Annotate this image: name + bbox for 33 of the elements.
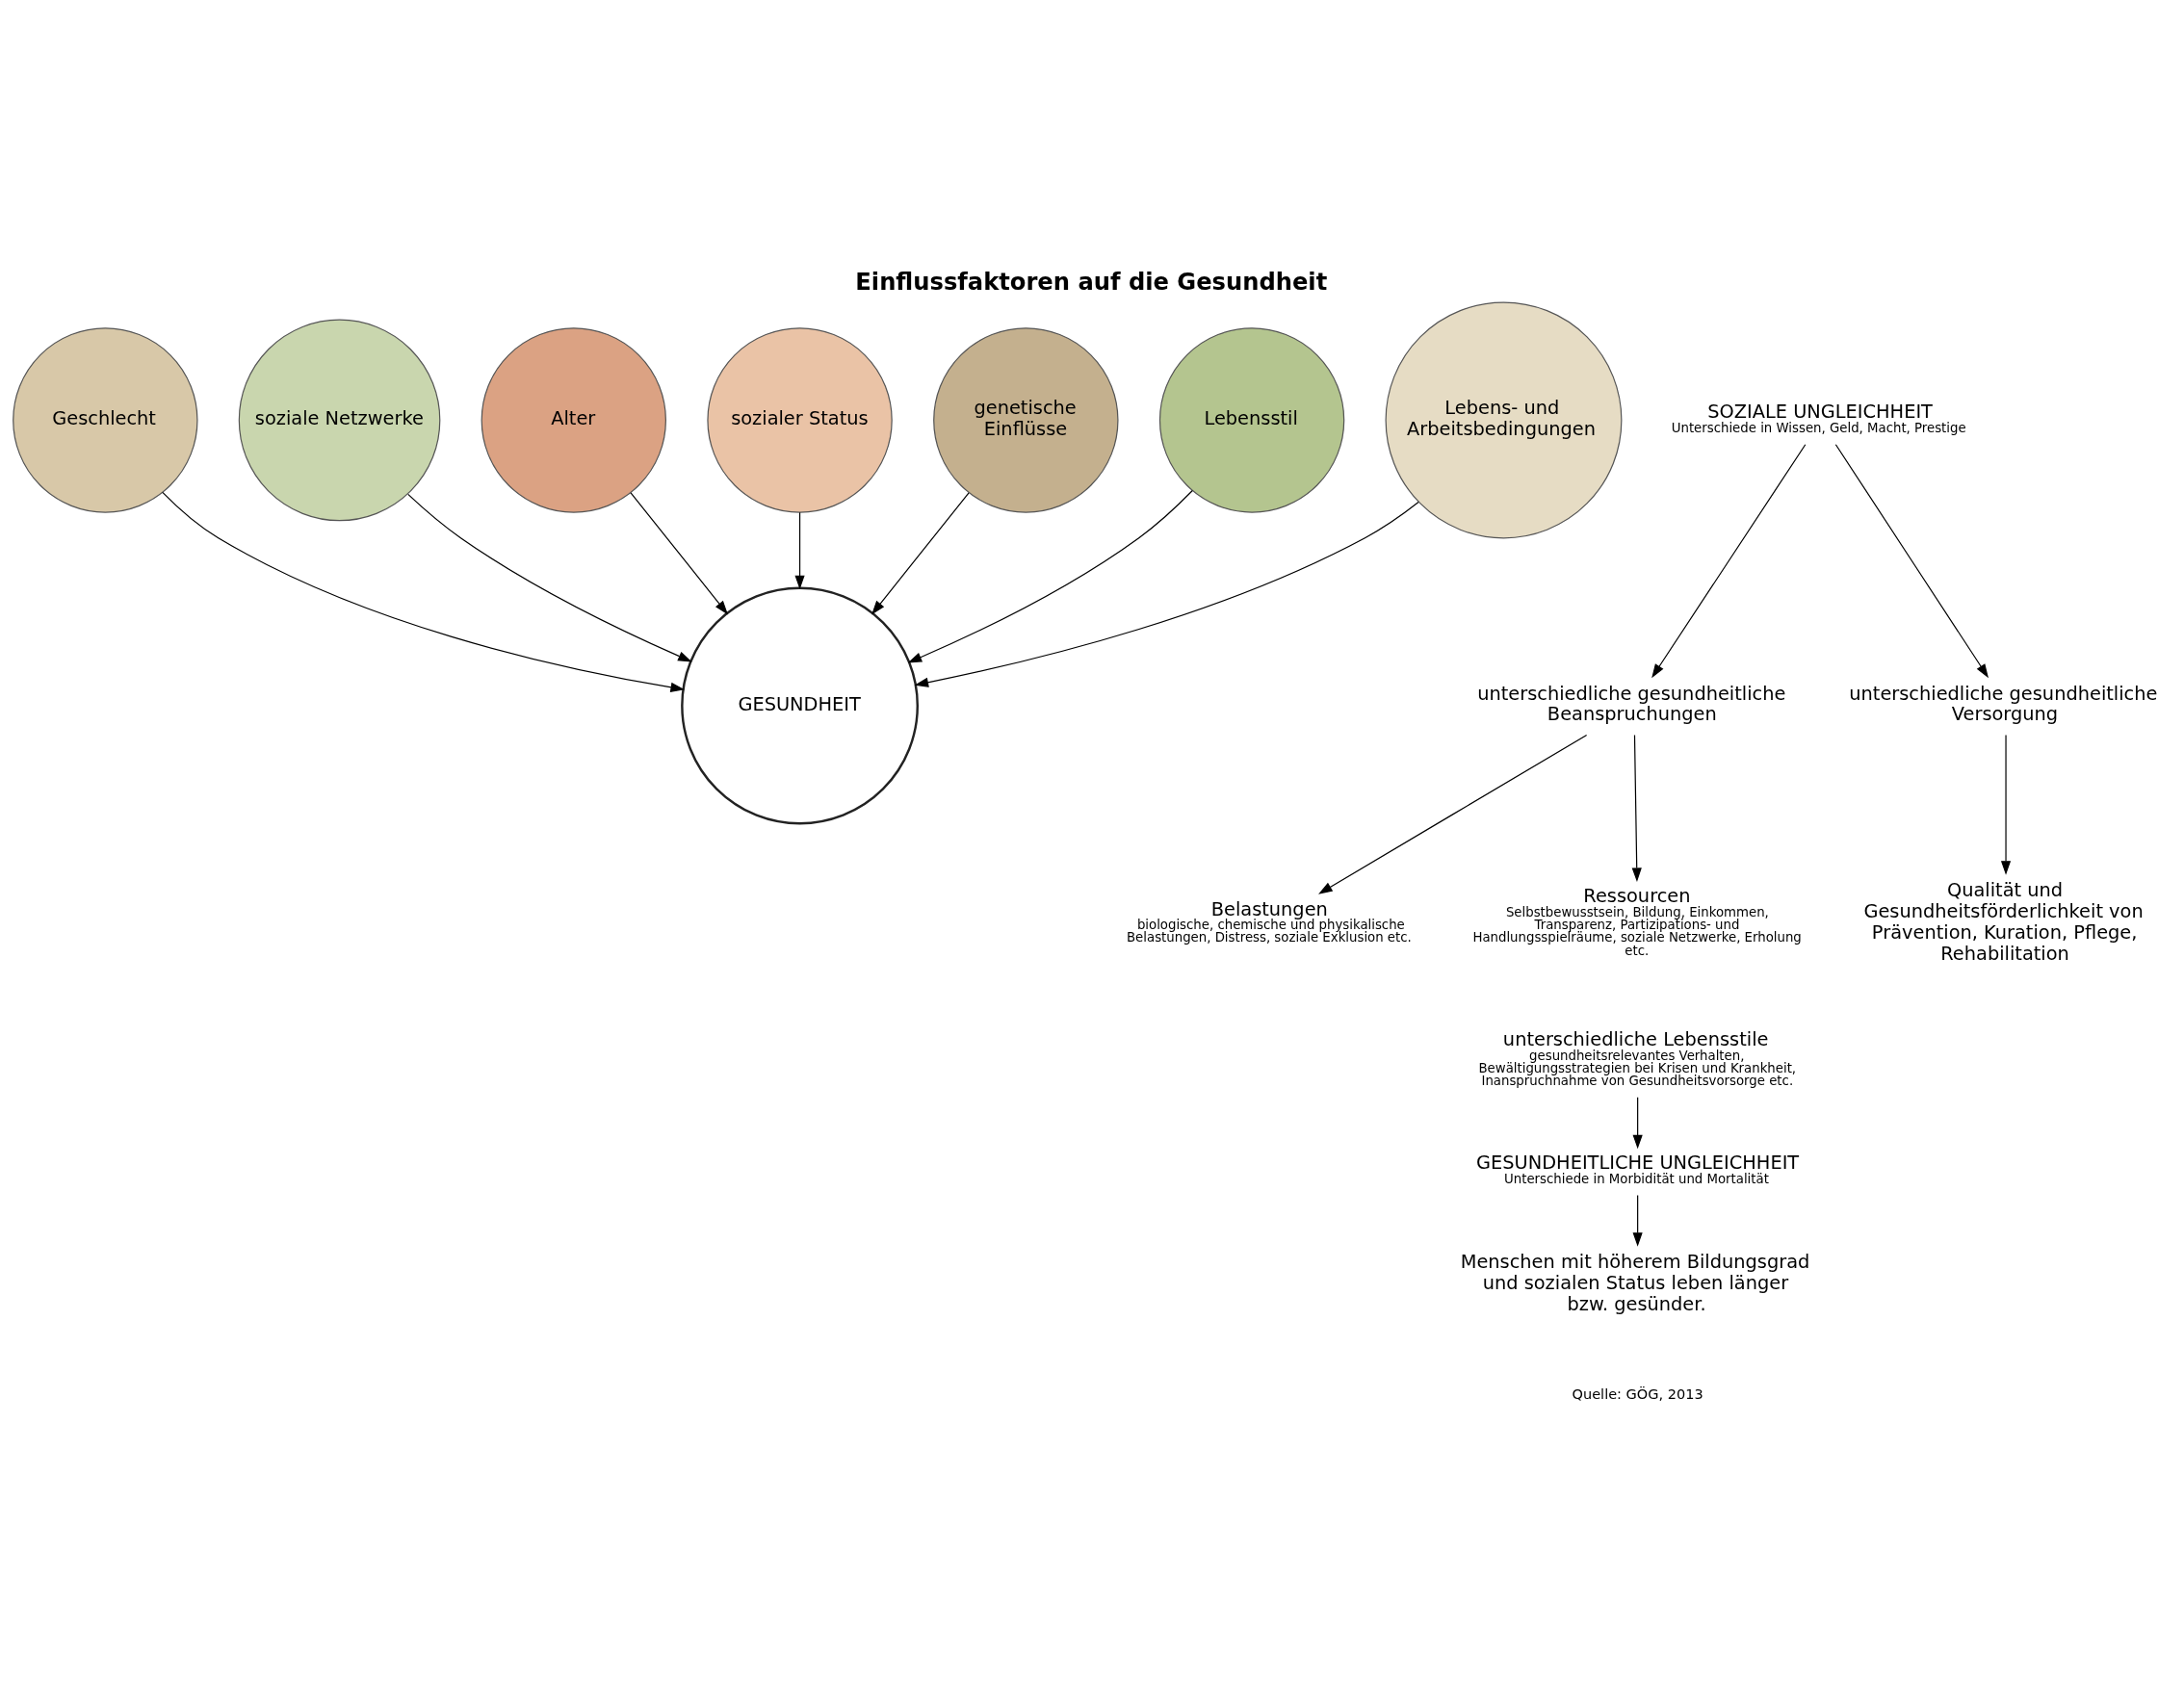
- arrow: [794, 511, 805, 589]
- node-circle: Alter: [481, 326, 666, 513]
- arrow: [1631, 734, 1642, 882]
- node-text: GESUNDHEITLICHE UNGLEICHHEIT Unterschiede in Morbidität und Mortalität: [1476, 1151, 1800, 1186]
- node-circle: GESUNDHEIT: [681, 586, 919, 824]
- arrow: [1834, 443, 1989, 678]
- arrow: [630, 491, 729, 614]
- node-circle: Lebensstil: [1158, 326, 1345, 513]
- node-circle: Lebens- und Arbeitsbedingungen: [1385, 300, 1623, 538]
- diagram-title: Einflussfaktoren auf die Gesundheit: [855, 268, 1328, 296]
- node-circle: soziale Netzwerke: [238, 319, 441, 521]
- arrow: [2000, 734, 2012, 875]
- node-circle: Geschlecht: [13, 326, 198, 513]
- arrow: [162, 491, 685, 692]
- arrow: [1632, 1096, 1643, 1149]
- arrow: [907, 489, 1193, 662]
- node-text: unterschiedliche gesundheitliche Versorgung: [1849, 682, 2158, 725]
- arrow: [871, 491, 970, 614]
- node-text: Qualität und Gesundheitsförderlichkeit von Prävention, Kuration, Pflege, Rehabilitation: [1863, 878, 2144, 965]
- arrow: [1651, 443, 1807, 678]
- arrow: [1632, 1194, 1643, 1247]
- node-text: unterschiedliche gesundheitliche Beanspruchungen: [1477, 682, 1786, 725]
- arrow: [1318, 734, 1588, 894]
- arrow: [914, 501, 1419, 687]
- node-text: Belastungen biologische, chemische und physikalische Belastungen, Distress, soziale Exklusion etc.: [1127, 897, 1412, 945]
- caption: Quelle: GÖG, 2013: [1572, 1385, 1703, 1402]
- node-text: SOZIALE UNGLEICHHEIT Unterschiede in Wissen, Geld, Macht, Prestige: [1671, 400, 1966, 435]
- node-text: Ressourcen Selbstbewusstsein, Bildung, Einkommen, Transparenz, Partizipations- und Handlungsspielräume, soziale Netzwerke, Erholung etc.: [1472, 884, 1802, 958]
- node-circle: sozialer Status: [707, 326, 893, 513]
- node-circle: genetische Einflüsse: [933, 326, 1119, 513]
- node-text: Menschen mit höherem Bildungsgrad und sozialen Status leben länger bzw. gesünder.: [1460, 1250, 1810, 1315]
- node-text: unterschiedliche Lebensstile gesundheitsrelevantes Verhalten, Bewältigungsstrategien bei Krisen und Krankheit, Inanspruchnahme von Gesundheitsvorsorge etc.: [1478, 1027, 1797, 1088]
- arrow: [407, 493, 692, 661]
